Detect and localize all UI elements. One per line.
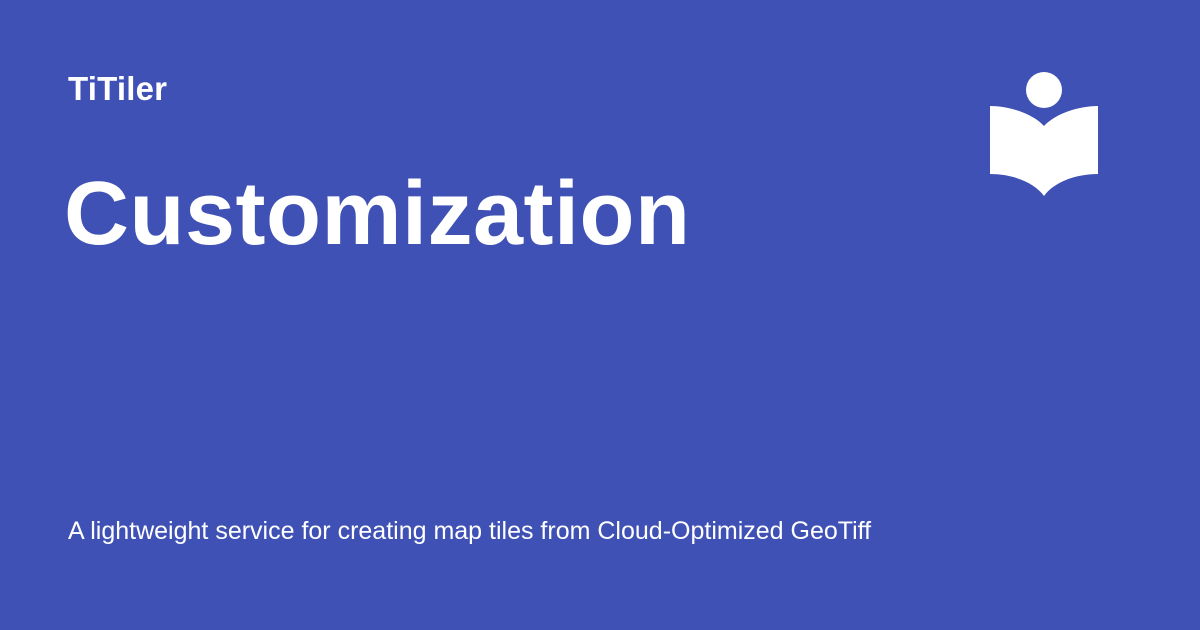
book-reader-icon [990,72,1098,196]
page-description: A lightweight service for creating map t… [68,517,872,545]
page-title: Customization [64,164,691,264]
site-name: TiTiler [68,70,168,107]
